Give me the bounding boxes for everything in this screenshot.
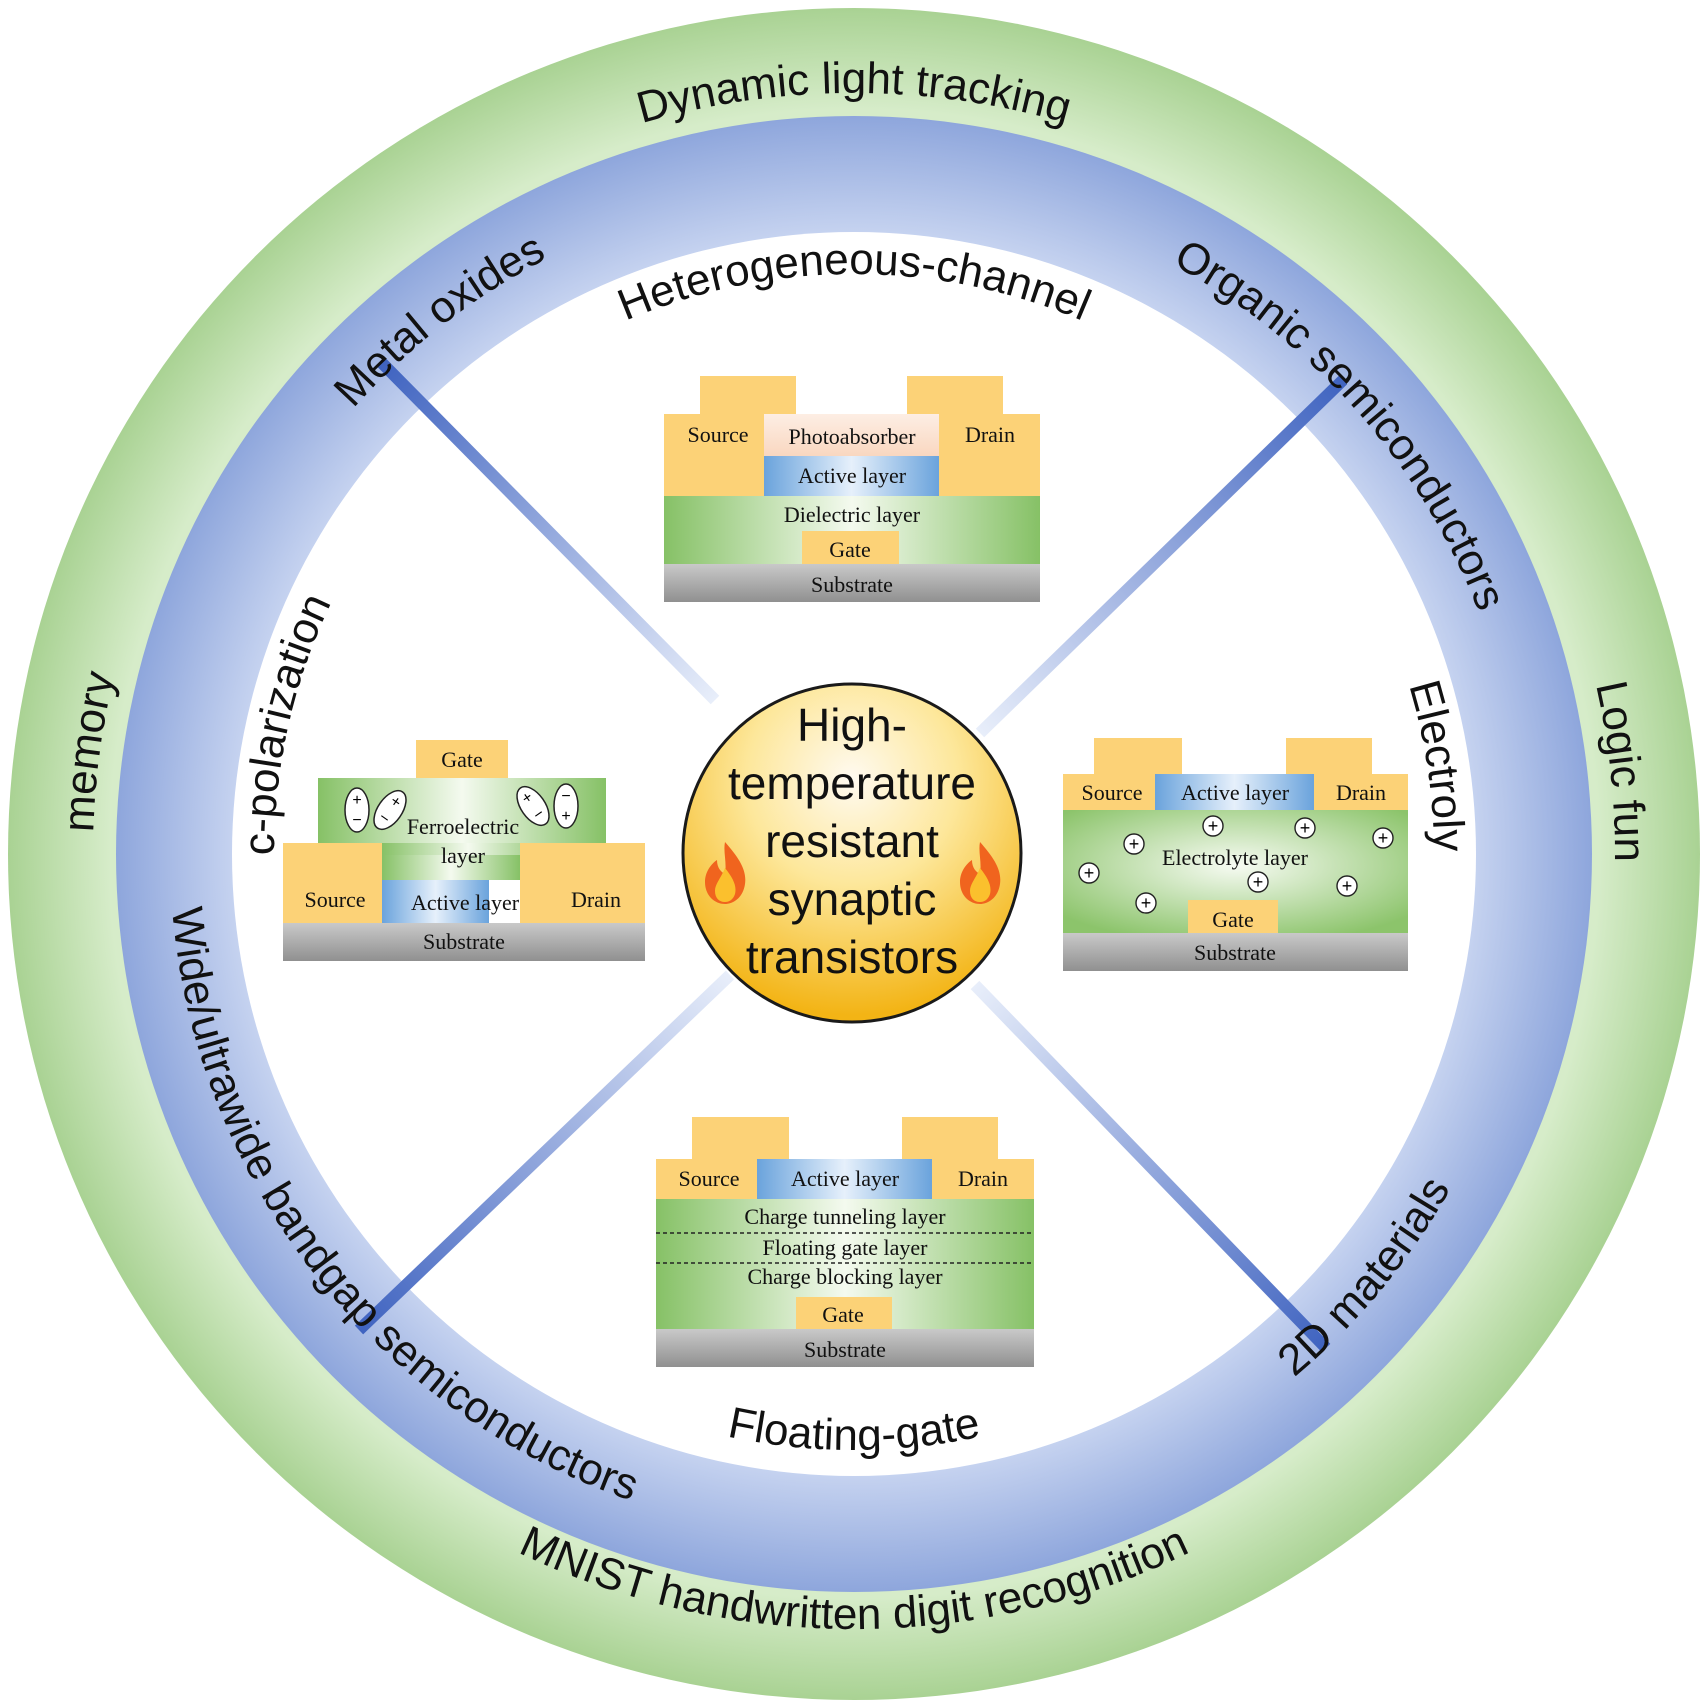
fg-blocking-label: Charge blocking layer xyxy=(747,1264,943,1289)
el-source-contact xyxy=(1094,738,1182,774)
fg-tunneling-label: Charge tunneling layer xyxy=(744,1204,946,1229)
svg-text:+: + xyxy=(1129,834,1140,854)
el-source-label: Source xyxy=(1081,780,1142,805)
fg-substrate xyxy=(656,1329,1034,1367)
fg-gate xyxy=(796,1297,892,1329)
svg-text:−: − xyxy=(352,812,361,829)
el-drain-contact xyxy=(1286,738,1372,774)
fe-substrate-label: Substrate xyxy=(423,929,505,954)
flame-icon xyxy=(705,842,746,904)
het-substrate xyxy=(664,564,1040,602)
fg-substrate-label: Substrate xyxy=(804,1337,886,1362)
el-drain-label: Drain xyxy=(1336,780,1386,805)
device-heterogeneous-channel: Source Drain Photoabsorber Active layer … xyxy=(664,376,1040,602)
el-gate-label: Gate xyxy=(1212,907,1254,932)
center-line-5: transistors xyxy=(746,931,958,983)
het-dielectric-label: Dielectric layer xyxy=(784,502,921,527)
het-gate xyxy=(802,531,899,564)
el-active-layer xyxy=(1155,774,1314,810)
el-substrate-label: Substrate xyxy=(1194,940,1276,965)
fe-source xyxy=(283,843,382,923)
dipole-icon: − + xyxy=(553,783,579,829)
fg-drain xyxy=(932,1159,1034,1199)
svg-text:+: + xyxy=(1300,818,1311,838)
het-source xyxy=(664,414,764,496)
het-gate-label: Gate xyxy=(829,537,871,562)
het-drain-label: Drain xyxy=(965,422,1015,447)
fg-source xyxy=(656,1159,757,1199)
cation-icon: + + + + + + + + xyxy=(1078,815,1394,914)
het-drain-contact xyxy=(907,376,1003,416)
center-line-3: resistant xyxy=(765,815,939,867)
fe-source-label: Source xyxy=(304,887,365,912)
het-source-contact xyxy=(700,376,796,416)
flame-icon xyxy=(960,842,1001,904)
svg-text:+: + xyxy=(1084,863,1095,883)
el-substrate xyxy=(1063,933,1408,971)
fg-drain-label: Drain xyxy=(958,1166,1008,1191)
fg-drain-contact xyxy=(902,1117,998,1159)
center-line-4: synaptic xyxy=(768,873,937,925)
het-photoabsorber xyxy=(764,414,939,456)
het-active-layer xyxy=(764,456,939,496)
center-line-1: High- xyxy=(797,699,907,751)
fe-active-layer xyxy=(382,880,489,923)
fg-active-label: Active layer xyxy=(791,1166,900,1191)
svg-text:+: + xyxy=(1141,893,1152,913)
het-active-label: Active layer xyxy=(798,463,907,488)
fe-ferro-lower xyxy=(382,855,520,880)
el-source xyxy=(1063,774,1155,810)
center-line-2: temperature xyxy=(728,757,976,809)
fe-ferro-gap xyxy=(382,843,554,855)
fg-active-layer xyxy=(757,1159,932,1199)
el-gate xyxy=(1188,900,1278,933)
svg-text:+: + xyxy=(352,792,361,809)
fg-source-contact xyxy=(692,1117,789,1159)
fe-ferro-label-1: Ferroelectric xyxy=(407,814,520,839)
svg-text:+: + xyxy=(561,808,570,825)
el-active-label: Active layer xyxy=(1181,780,1290,805)
fe-drain-label: Drain xyxy=(571,887,621,912)
het-drain xyxy=(939,414,1040,496)
el-electrolyte-label: Electrolyte layer xyxy=(1162,845,1309,870)
svg-text:+: + xyxy=(1378,828,1389,848)
dipole-icon: + − xyxy=(516,785,550,827)
dipole-icon: + − xyxy=(373,789,407,831)
divider-line-bottom-right xyxy=(970,980,1331,1353)
el-drain xyxy=(1314,774,1408,810)
device-electrolyte-gate: + + + + + + + + Source Active layer Drai… xyxy=(1063,738,1408,971)
svg-text:+: + xyxy=(1253,872,1264,892)
fe-gate-label: Gate xyxy=(441,747,483,772)
center-circle xyxy=(681,682,1023,1024)
svg-text:−: − xyxy=(561,788,570,805)
center-badge: High- temperature resistant synaptic tra… xyxy=(681,682,1023,1024)
fe-ferro-label-2: layer xyxy=(441,843,486,868)
fe-active-label: Active layer xyxy=(411,890,520,915)
divider-line-top-right xyxy=(975,375,1348,738)
fg-floating-label: Floating gate layer xyxy=(763,1235,929,1260)
het-substrate-label: Substrate xyxy=(811,572,893,597)
fe-gate xyxy=(416,740,508,778)
svg-text:+: + xyxy=(1208,816,1219,836)
svg-text:+: + xyxy=(1342,876,1353,896)
fe-substrate xyxy=(283,923,645,961)
fg-gate-label: Gate xyxy=(822,1302,864,1327)
dipole-icon: + − xyxy=(344,787,370,833)
device-floating-gate: Source Active layer Drain Charge tunneli… xyxy=(656,1117,1034,1367)
divider-line-bottom-left xyxy=(354,970,735,1335)
het-photoabsorber-label: Photoabsorber xyxy=(788,424,916,449)
fe-drain xyxy=(520,843,645,923)
fg-source-label: Source xyxy=(678,1166,739,1191)
divider-line-top-left xyxy=(377,358,720,705)
device-ferroelectric: + − + − + − − + Gate Ferroelectric layer… xyxy=(283,740,645,961)
het-source-label: Source xyxy=(687,422,748,447)
